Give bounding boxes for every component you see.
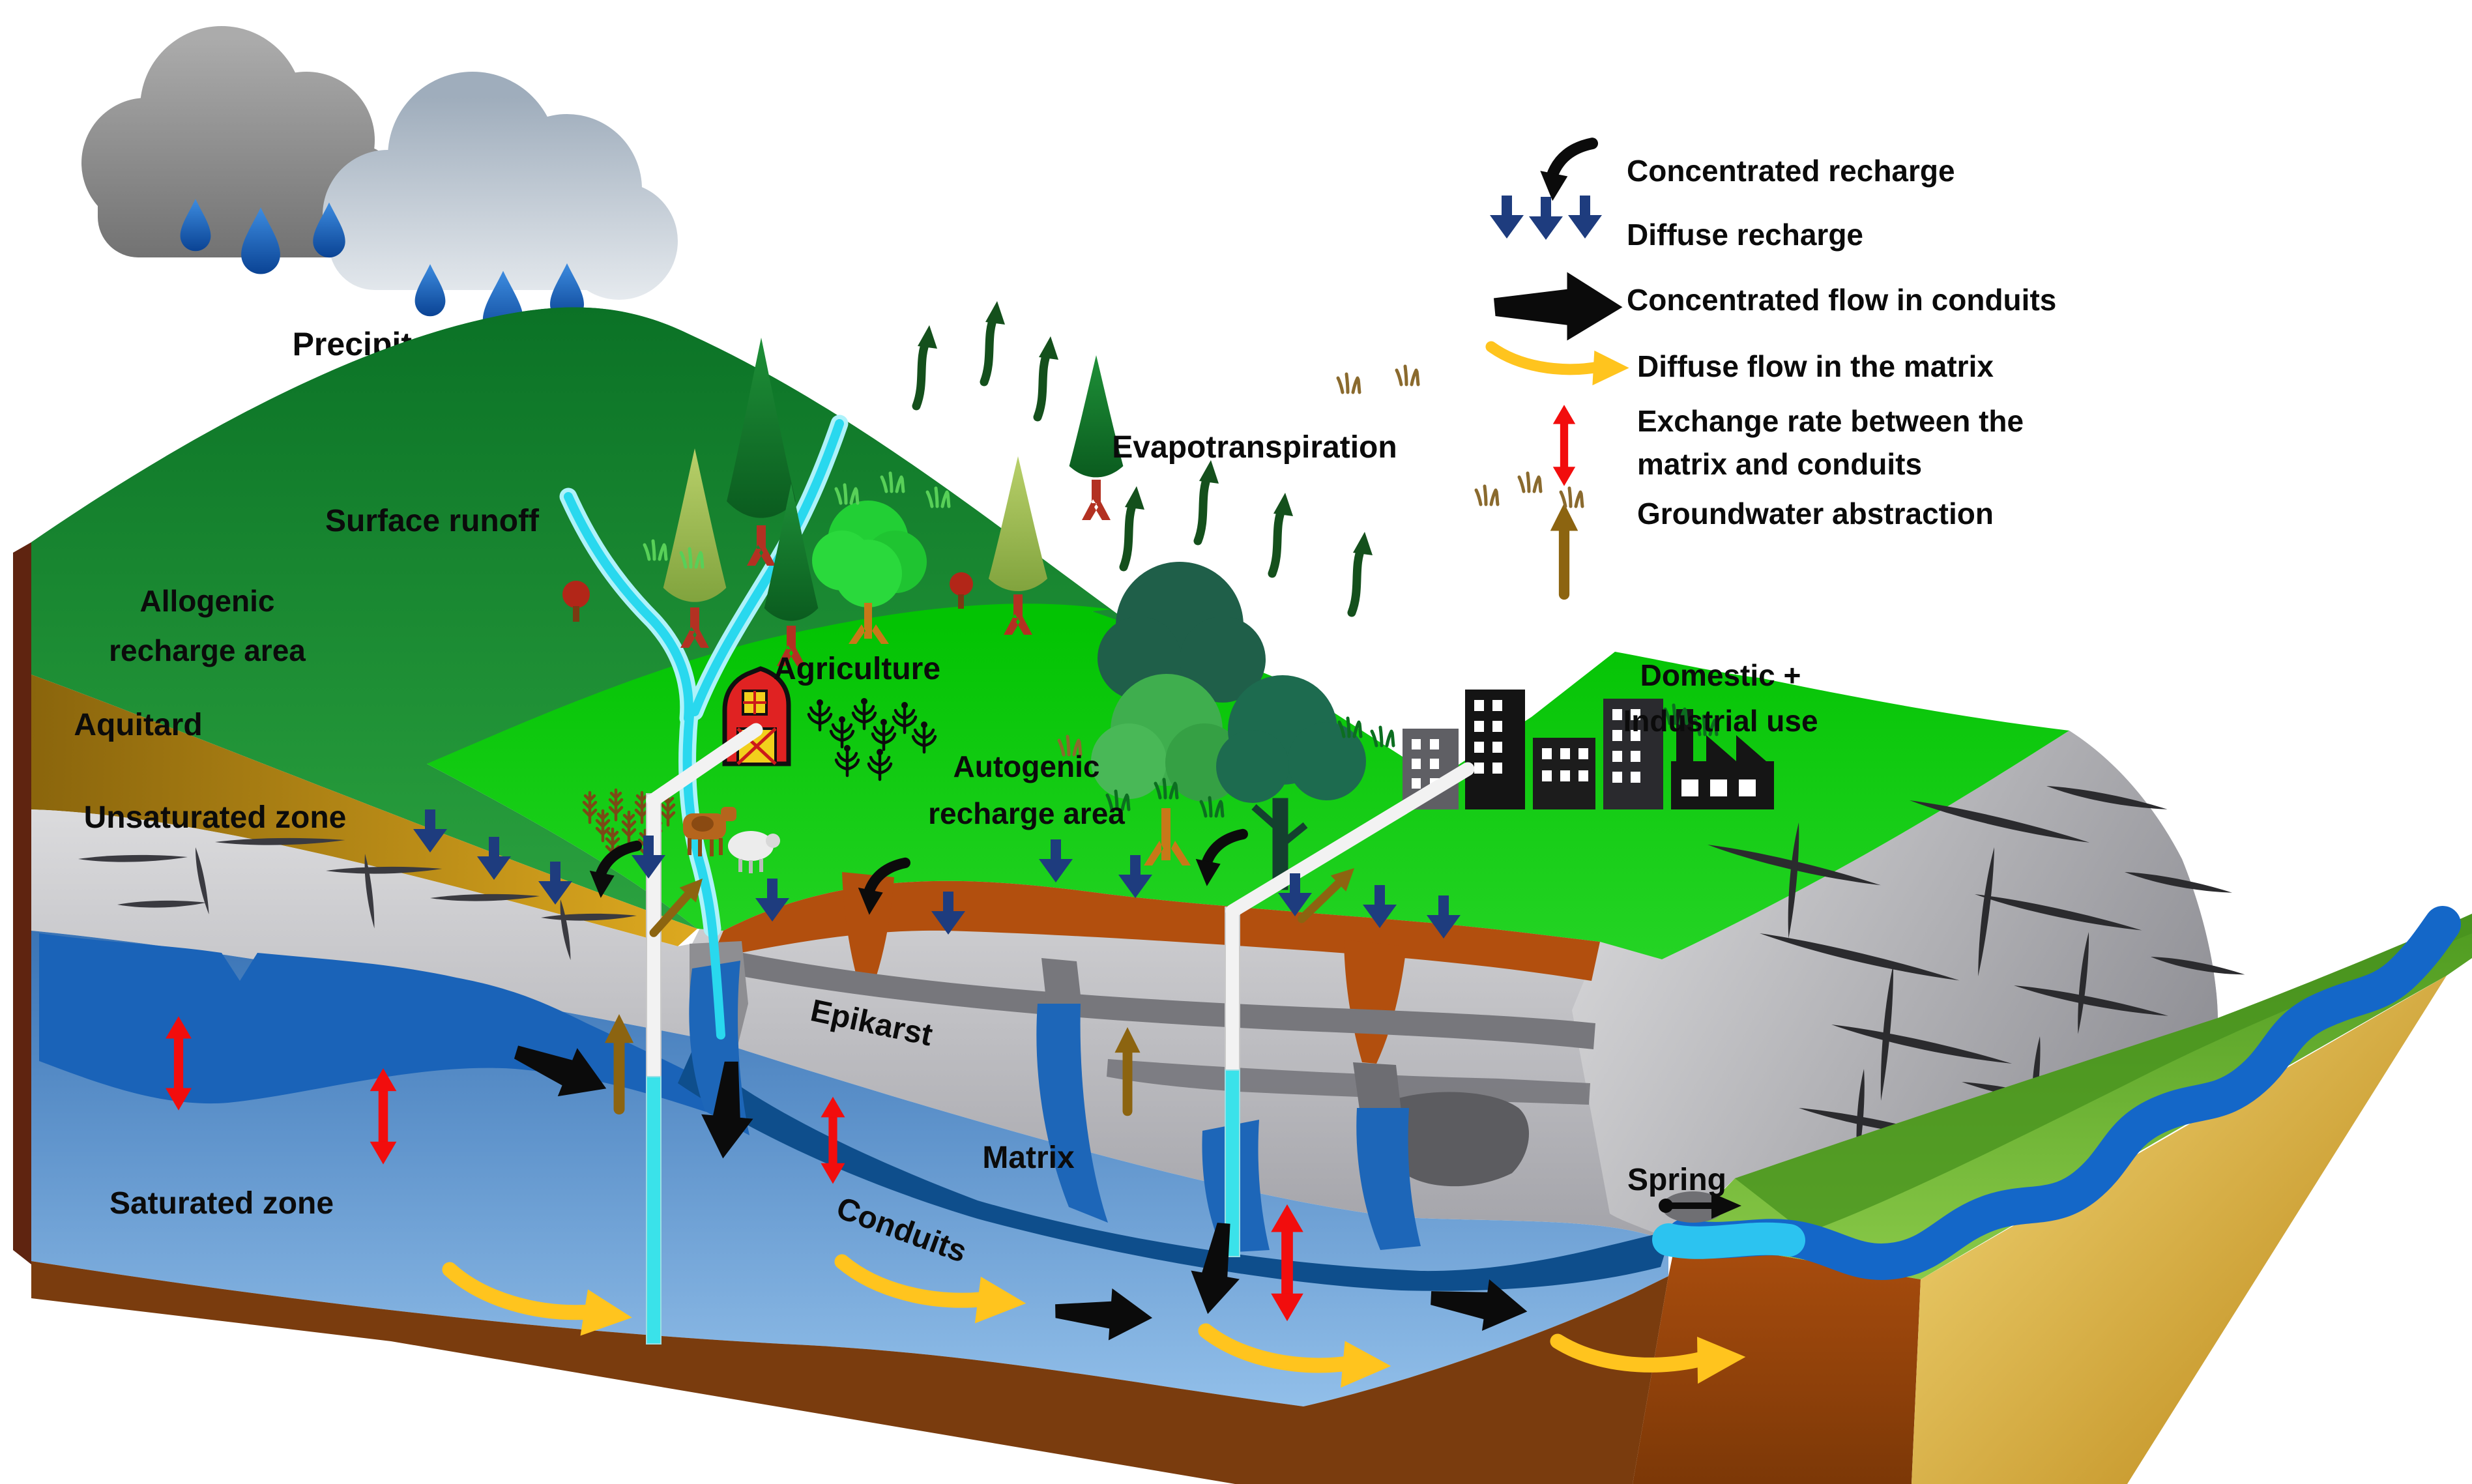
diagram-labels: Surface runoff Allogenic recharge area A… bbox=[74, 430, 1818, 1270]
red-double-arrow-icon bbox=[1553, 405, 1575, 486]
legend-label: Diffuse flow in the matrix bbox=[1637, 349, 1994, 383]
spring-label: Spring bbox=[1627, 1163, 1726, 1197]
matrix-label: Matrix bbox=[982, 1141, 1075, 1175]
autogenic-label-line1: Autogenic bbox=[953, 749, 1100, 783]
bush-icon bbox=[812, 501, 927, 644]
building-icon bbox=[1403, 690, 1663, 809]
cloud-front-icon bbox=[323, 72, 678, 300]
legend-label-line2: matrix and conduits bbox=[1637, 447, 1922, 481]
spring-outflow-arrow bbox=[1659, 1193, 1741, 1219]
legend-label: Groundwater abstraction bbox=[1637, 497, 1994, 531]
small-red-tree-icon bbox=[562, 572, 973, 622]
domestic-label-line2: Industrial use bbox=[1623, 704, 1818, 738]
legend-label: Concentrated recharge bbox=[1627, 154, 1955, 188]
sheep-icon bbox=[728, 831, 780, 873]
valley-shade-band bbox=[1735, 914, 2472, 1233]
curved-black-arrow-icon bbox=[1540, 143, 1592, 201]
navy-down-arrows-icon bbox=[1490, 196, 1602, 240]
river-spring-reach bbox=[1652, 1222, 1805, 1259]
agriculture-label: Agriculture bbox=[774, 652, 940, 686]
precipitation-group: Precipitation bbox=[81, 26, 678, 362]
terrain-block bbox=[13, 307, 2472, 1484]
evapotranspiration-label: Evapotranspiration bbox=[1112, 430, 1397, 465]
legend: Concentrated recharge Diffuse recharge C… bbox=[1490, 143, 2056, 594]
legend-label: Diffuse recharge bbox=[1627, 218, 1863, 252]
impervious-base bbox=[31, 1261, 1668, 1484]
legend-label-line1: Exchange rate between the bbox=[1637, 404, 2024, 438]
yellow-side-face bbox=[1912, 976, 2447, 1484]
allogenic-label-line2: recharge area bbox=[109, 633, 306, 667]
legend-row-concentrated-recharge: Concentrated recharge bbox=[1540, 143, 1955, 201]
legend-row-diffuse-flow: Diffuse flow in the matrix bbox=[1491, 347, 1994, 385]
autogenic-label-line2: recharge area bbox=[928, 796, 1125, 830]
round-tree-icon bbox=[1091, 562, 1366, 890]
brown-up-arrow-icon bbox=[1550, 503, 1578, 594]
river bbox=[1666, 906, 2461, 1280]
aquitard-band bbox=[31, 675, 697, 946]
unsaturated-zone-label: Unsaturated zone bbox=[84, 800, 347, 835]
legend-row-concentrated-flow: Concentrated flow in conduits bbox=[1494, 272, 2056, 341]
black-right-arrow-icon bbox=[1494, 272, 1623, 341]
saturated-zone-label: Saturated zone bbox=[109, 1186, 334, 1221]
wells-group bbox=[646, 723, 1475, 1345]
well-city-icon bbox=[1225, 762, 1475, 1257]
rust-cliff-face bbox=[1633, 1238, 1921, 1484]
aquitard-label: Aquitard bbox=[74, 708, 202, 742]
legend-label: Concentrated flow in conduits bbox=[1627, 283, 2056, 317]
conduit-channel bbox=[678, 1051, 1668, 1291]
yellow-curved-arrow-icon bbox=[1491, 347, 1629, 385]
legend-row-diffuse-recharge: Diffuse recharge bbox=[1490, 196, 1863, 252]
cliff-face bbox=[1572, 731, 2218, 1238]
legend-row-abstraction: Groundwater abstraction bbox=[1550, 497, 1994, 594]
vegetation-group bbox=[562, 338, 1717, 890]
surface-runoff-label: Surface runoff bbox=[325, 504, 540, 538]
cow-icon bbox=[683, 807, 736, 856]
left-edge-face bbox=[13, 542, 31, 1264]
legend-row-exchange: Exchange rate between the matrix and con… bbox=[1553, 404, 2024, 486]
allogenic-label-line1: Allogenic bbox=[139, 584, 274, 618]
domestic-label-line1: Domestic + bbox=[1640, 658, 1801, 692]
